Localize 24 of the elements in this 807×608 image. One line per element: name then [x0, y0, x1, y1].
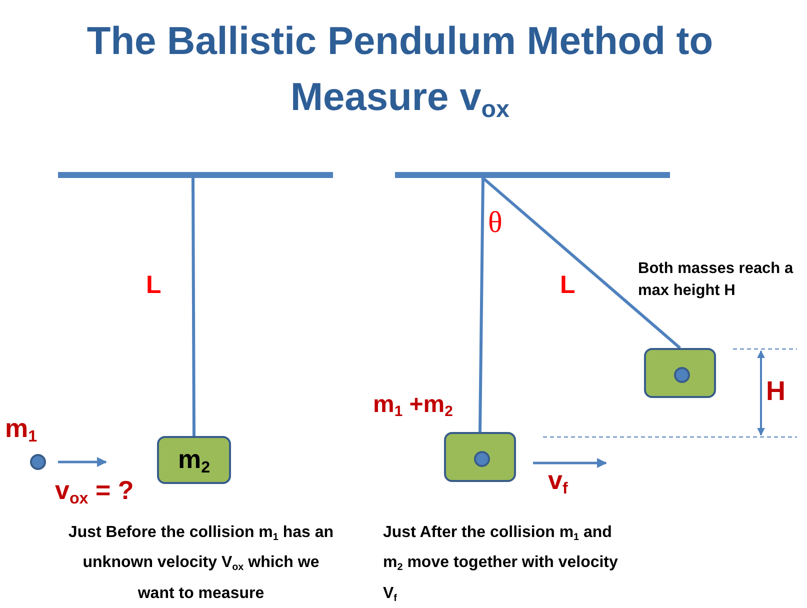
- height-label: H: [766, 377, 786, 407]
- mass-label: m$_{2}$: [176, 444, 212, 475]
- description-text: Just After the collision m$_{1}$ and m$_{2}$ move together with velocity V$_{f}$: [383, 523, 619, 606]
- length-label: L: [146, 272, 162, 300]
- velocity-label: v$_{ox}$ = ?: [55, 476, 134, 505]
- ceiling-bar: [58, 172, 333, 178]
- description-text: Just Before the collision m$_{1}$ has an unknown velocity V$_{ox}$ which we want to measure: [67, 523, 335, 604]
- velocity-label: v$_{f}$: [548, 466, 568, 495]
- ceiling-bar: [395, 172, 670, 178]
- ball: [30, 454, 46, 470]
- mass-label: m$_{1}$: [5, 414, 38, 443]
- mass-block: [644, 348, 716, 398]
- pendulum-string: [478, 178, 484, 432]
- mass-block: [444, 432, 516, 482]
- ball: [474, 451, 490, 467]
- mass-block: [157, 436, 231, 484]
- ball: [674, 367, 690, 383]
- angle-label: θ: [488, 206, 502, 239]
- pendulum-string: [482, 176, 681, 350]
- mass-label: m$_{1}$ +m$_{2}$: [373, 392, 453, 418]
- title: The Ballistic Pendulum Method to Measure v$_{ox}$: [86, 19, 714, 125]
- length-label: L: [560, 272, 576, 300]
- note-text: Both masses reach a max height H: [638, 259, 794, 302]
- pendulum-string: [192, 178, 196, 436]
